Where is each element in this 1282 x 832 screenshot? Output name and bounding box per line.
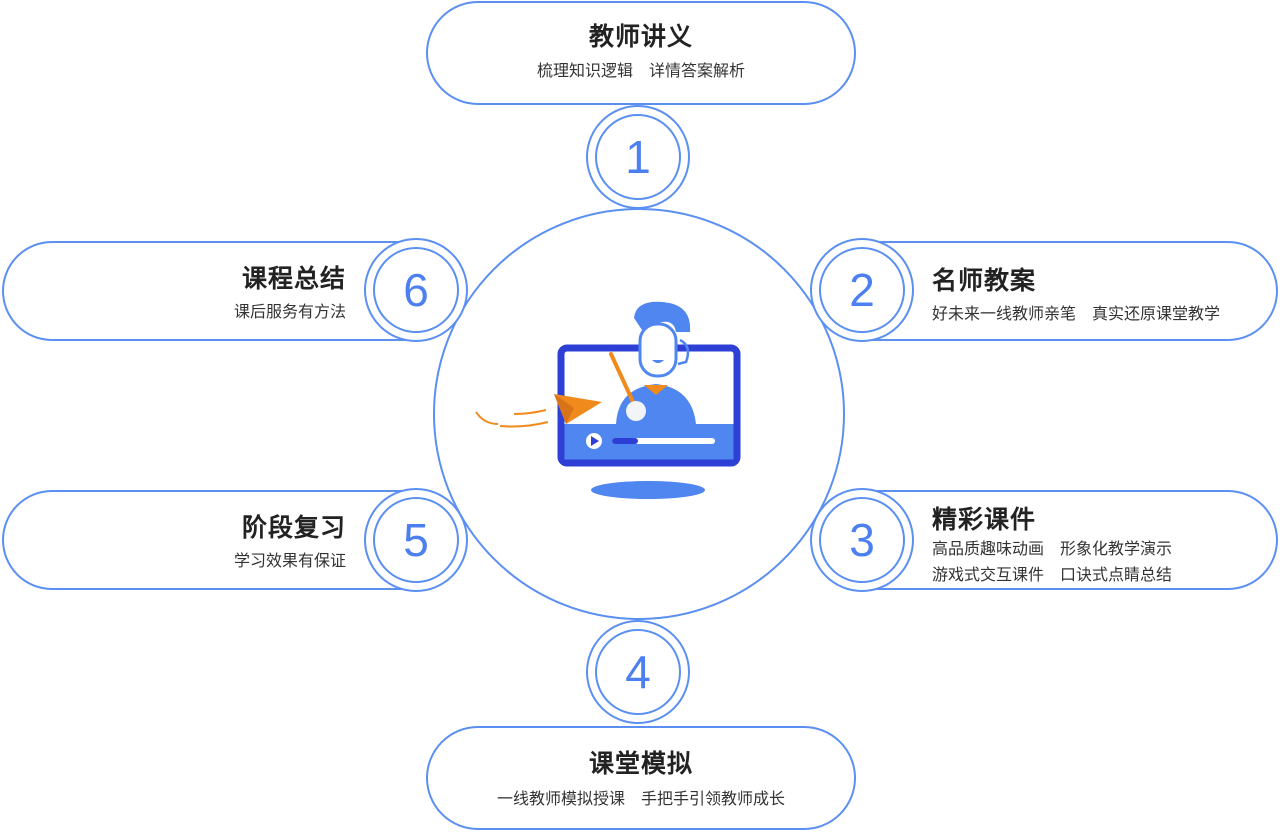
- paper-plane-fold: [554, 394, 574, 424]
- motion-line-1: [475, 411, 499, 425]
- card-description: 梳理知识逻辑详情答案解析: [428, 58, 854, 84]
- card-line: 好未来一线教师亲笔: [932, 304, 1077, 323]
- play-icon: [591, 436, 599, 446]
- badge-3: 3: [810, 488, 914, 592]
- badge-5: 5: [364, 488, 468, 592]
- progress-track: [612, 438, 715, 444]
- card-line: 游戏式交互课件: [932, 565, 1045, 584]
- card-description: 高品质趣味动画形象化教学演示 游戏式交互课件口诀式点睛总结: [932, 536, 1172, 588]
- collar: [644, 385, 668, 395]
- card-title: 精彩课件: [932, 505, 1037, 534]
- badge-number: 4: [595, 629, 681, 715]
- card-description: 好未来一线教师亲笔真实还原课堂教学: [932, 301, 1220, 327]
- badge-number: 1: [595, 114, 681, 200]
- card-description: 一线教师模拟授课手把手引领教师成长: [428, 786, 854, 812]
- person-hair: [634, 301, 691, 332]
- badge-2: 2: [810, 238, 914, 342]
- motion-line-3: [513, 409, 547, 415]
- card-title: 课堂模拟: [588, 749, 693, 778]
- card-teacher-handout: 教师讲义 梳理知识逻辑详情答案解析: [426, 1, 856, 105]
- badge-4: 4: [586, 620, 690, 724]
- teacher-online-class-illustration: [475, 301, 741, 499]
- card-line: 形象化教学演示: [1060, 539, 1173, 558]
- motion-line-2: [499, 421, 549, 428]
- card-title: 课程总结: [241, 264, 346, 293]
- card-line: 梳理知识逻辑: [536, 61, 633, 80]
- badge-number: 3: [819, 497, 905, 583]
- card-classroom-simulation: 课堂模拟 一线教师模拟授课手把手引领教师成长: [426, 726, 856, 830]
- pointer-stick: [609, 352, 636, 406]
- card-title: 阶段复习: [241, 513, 346, 542]
- badge-1: 1: [586, 105, 690, 209]
- headset: [677, 338, 690, 366]
- card-line: 课后服务有方法: [233, 302, 346, 321]
- card-title: 名师教案: [932, 266, 1037, 295]
- card-description: 课后服务有方法: [234, 299, 346, 325]
- card-title: 教师讲义: [588, 22, 693, 51]
- person-mouth: [652, 360, 664, 363]
- badge-number: 5: [373, 497, 459, 583]
- badge-6: 6: [364, 238, 468, 342]
- badge-number: 6: [373, 247, 459, 333]
- monitor-stand-shadow: [591, 481, 705, 499]
- card-line: 手把手引领教师成长: [641, 789, 786, 808]
- card-line: 口诀式点睛总结: [1060, 565, 1173, 584]
- card-line: 一线教师模拟授课: [496, 789, 625, 808]
- person-head: [638, 322, 678, 378]
- card-description: 学习效果有保证: [234, 548, 346, 574]
- person-hand: [626, 401, 646, 421]
- card-line: 详情答案解析: [649, 61, 746, 80]
- card-line: 学习效果有保证: [233, 551, 346, 570]
- card-line: 真实还原课堂教学: [1092, 304, 1221, 323]
- badge-number: 2: [819, 247, 905, 333]
- card-line: 高品质趣味动画: [932, 539, 1045, 558]
- progress-fill: [612, 438, 638, 444]
